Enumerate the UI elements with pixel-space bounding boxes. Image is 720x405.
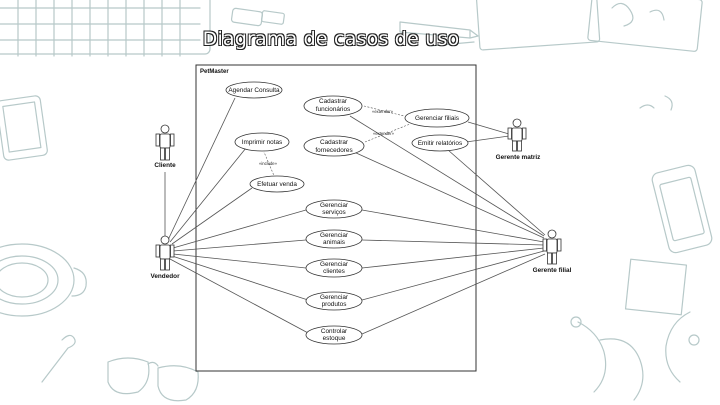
- uc-label-emitir: Emitir relatórios: [418, 140, 462, 147]
- dependency-relations: [263, 105, 411, 179]
- uc-label-ger-cli-2: clientes: [323, 268, 345, 275]
- slide-title: Diagrama de casos de uso: [202, 28, 460, 50]
- system-name: PetMaster: [200, 69, 229, 75]
- uc-gerenciar-clientes: [305, 258, 363, 278]
- uc-label-ger-serv-1: Gerenciar: [320, 202, 349, 209]
- uc-efetuar-venda: [249, 175, 305, 193]
- actor-gerente-matriz: [507, 118, 527, 152]
- assoc-filial-fornecedores: [353, 151, 545, 239]
- extend-label-1: «extender»: [372, 109, 394, 114]
- extend-relation-2: [364, 123, 411, 143]
- uc-label-ger-serv-2: serviços: [322, 209, 345, 216]
- sticky-note-doodle: [624, 258, 688, 316]
- uc-label-ger-filiais: Gerenciar filiais: [415, 115, 459, 122]
- assoc-vendedor-estoque: [169, 258, 311, 335]
- notebook-doodle: [475, 0, 703, 52]
- usb-stick-doodle: [230, 7, 285, 27]
- phone-doodle: [651, 164, 713, 254]
- uc-label-cad-forn-1: Cadastrar: [320, 139, 349, 146]
- assoc-matriz-filiais: [467, 121, 510, 135]
- spoon-doodle: [41, 334, 76, 383]
- actor-gerente-filial: [542, 229, 562, 265]
- use-cases: [225, 81, 470, 345]
- actor-label-vendedor: Vendedor: [150, 273, 180, 280]
- assoc-vendedor-clientes: [172, 253, 307, 269]
- assoc-filial-estoque: [361, 253, 546, 335]
- assoc-vendedor-produtos: [171, 255, 309, 301]
- uc-cadastrar-funcionarios: [303, 95, 363, 117]
- include-relation: [263, 151, 276, 179]
- uc-gerenciar-filiais: [404, 108, 470, 128]
- uc-label-ger-prod-2: produtos: [322, 301, 347, 308]
- actor-vendedor: [155, 235, 175, 271]
- uc-label-imprimir: Imprimir notas: [242, 139, 282, 146]
- uc-label-agendar: Agendar Consulta: [228, 87, 280, 94]
- uc-label-ger-prod-1: Gerenciar: [320, 294, 349, 301]
- associations: [164, 97, 546, 335]
- assoc-filial-clientes: [361, 247, 545, 269]
- actor-label-cliente: Cliente: [154, 162, 176, 169]
- uc-label-ger-anim-2: animais: [323, 239, 345, 246]
- assoc-vendedor-efetuar: [171, 187, 253, 245]
- assoc-matriz-relatorios: [465, 135, 510, 143]
- assoc-vendedor-servicos: [172, 209, 307, 249]
- uc-gerenciar-servicos: [305, 199, 363, 219]
- assoc-filial-funcionarios: [349, 115, 545, 237]
- actor-label-gerente-matriz: Gerente matriz: [496, 154, 541, 161]
- pen-doodle: [399, 21, 479, 39]
- uc-label-ctrl-est-2: estoque: [323, 335, 346, 342]
- uc-label-cad-func-1: Cadastrar: [319, 98, 348, 105]
- uc-agendar-consulta: [225, 81, 283, 99]
- actor-cliente: [155, 124, 175, 161]
- coffee-cup-doodle: [0, 243, 87, 317]
- actor-label-gerente-filial: Gerente filial: [533, 267, 572, 274]
- assoc-vendedor-animais: [172, 239, 307, 252]
- uc-cadastrar-fornecedores: [303, 135, 365, 157]
- uc-label-efetuar: Efetuar venda: [257, 181, 297, 188]
- earphones-doodle: [570, 311, 700, 401]
- assoc-filial-animais: [361, 239, 545, 246]
- assoc-filial-servicos: [361, 209, 545, 243]
- uc-label-cad-forn-2: fornecedores: [315, 147, 352, 154]
- tablet-doodle: [0, 95, 48, 161]
- assoc-filial-relatorios: [447, 149, 546, 236]
- assoc-vendedor-imprimir: [169, 147, 247, 243]
- uc-label-ger-cli-1: Gerenciar: [320, 261, 349, 268]
- uc-emitir-relatorios: [411, 134, 469, 152]
- uc-label-ger-anim-1: Gerenciar: [320, 232, 349, 239]
- uc-label-cad-func-2: funcionários: [316, 106, 350, 113]
- uc-imprimir-notas: [234, 132, 290, 152]
- assoc-vendedor-agendar: [167, 97, 236, 241]
- uc-label-ctrl-est-1: Controlar: [321, 328, 348, 335]
- include-label: «include»: [259, 161, 278, 166]
- uc-gerenciar-animais: [305, 229, 363, 249]
- uc-controlar-estoque: [305, 325, 363, 345]
- glasses-doodle: [107, 357, 199, 402]
- uc-gerenciar-produtos: [305, 291, 363, 311]
- keyboard-doodle: [0, 0, 211, 57]
- extend-label-2: «extender»: [373, 131, 395, 136]
- assoc-filial-produtos: [361, 250, 545, 301]
